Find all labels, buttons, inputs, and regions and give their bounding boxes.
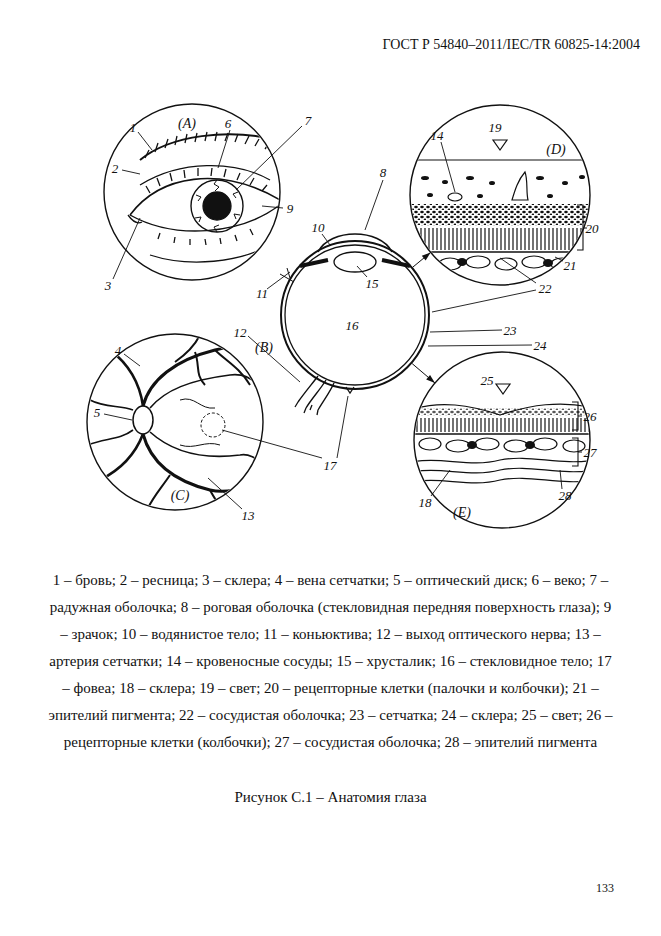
callout-number: 7 [304, 113, 313, 128]
callout-number: 2 [111, 161, 120, 176]
view-letter: (B) [255, 341, 273, 355]
view-letter: (E) [453, 506, 471, 520]
callout-number: 4 [114, 343, 123, 358]
callout-number: 27 [583, 445, 598, 460]
callout-number: 16 [345, 318, 360, 333]
eye-cross-section [280, 234, 425, 415]
light-arrow [496, 384, 510, 394]
figure-caption: Рисунок С.1 – Анатомия глаза [0, 790, 661, 805]
callout-number: 19 [488, 120, 503, 135]
arrow-head [426, 375, 435, 383]
view-letter: (D) [546, 143, 565, 157]
callout-number: 26 [583, 409, 598, 424]
detail-circle: (B) [280, 240, 430, 390]
callout-number: 25 [480, 373, 495, 388]
callout-number: 22 [538, 281, 553, 296]
legend-paragraph: 1 – бровь; 2 – ресница; 3 – склера; 4 – … [48, 567, 613, 756]
callout-number: 13 [241, 508, 256, 523]
callout-number: 3 [104, 278, 113, 293]
detail-circle-outline [414, 352, 590, 528]
callout-number: 14 [430, 128, 445, 143]
callout-number: 12 [233, 325, 248, 340]
fovea-layers-detail [410, 404, 595, 483]
callout-number: 10 [311, 220, 326, 235]
callout-number: 17 [323, 458, 338, 473]
circle-outline [280, 240, 430, 390]
retina-layers-detail [405, 160, 595, 270]
light-arrow [493, 140, 507, 150]
detail-circle-outline [410, 105, 590, 285]
leader-lines [104, 126, 563, 509]
detail-circle-outline [104, 104, 280, 280]
callout-number: 15 [365, 276, 380, 291]
callout-number: 8 [379, 165, 388, 180]
callout-number: 21 [563, 258, 578, 273]
callout-number: 23 [503, 323, 518, 338]
callout-number: 20 [585, 221, 600, 236]
arrow-head [422, 252, 431, 260]
callout-number: 28 [558, 488, 573, 503]
standard-header: ГОСТ Р 54840–2011/IEC/TR 60825-14:2004 [383, 38, 640, 52]
pointer-arrow [413, 252, 431, 267]
bracket [572, 402, 582, 466]
retina-fundus [85, 335, 270, 515]
view-letter: (A) [178, 117, 196, 131]
view-letter: (C) [171, 489, 190, 503]
callout-number: 1 [129, 120, 138, 135]
pointer-arrow [412, 364, 435, 383]
callout-number: 5 [93, 405, 102, 420]
circle-outline [87, 334, 263, 510]
external-eye [128, 132, 280, 262]
callout-number: 6 [224, 116, 233, 131]
callout-number: 11 [255, 286, 269, 301]
eye-outline [281, 241, 429, 389]
callout-number: 18 [418, 495, 433, 510]
pointer-line [412, 364, 435, 383]
detail-circle-outline [87, 334, 263, 510]
callout-number: 9 [286, 201, 295, 216]
pointer-line [413, 252, 431, 267]
callout-number: 24 [533, 338, 548, 353]
detail-circle: (C) [87, 334, 263, 510]
page-number: 133 [596, 882, 614, 894]
